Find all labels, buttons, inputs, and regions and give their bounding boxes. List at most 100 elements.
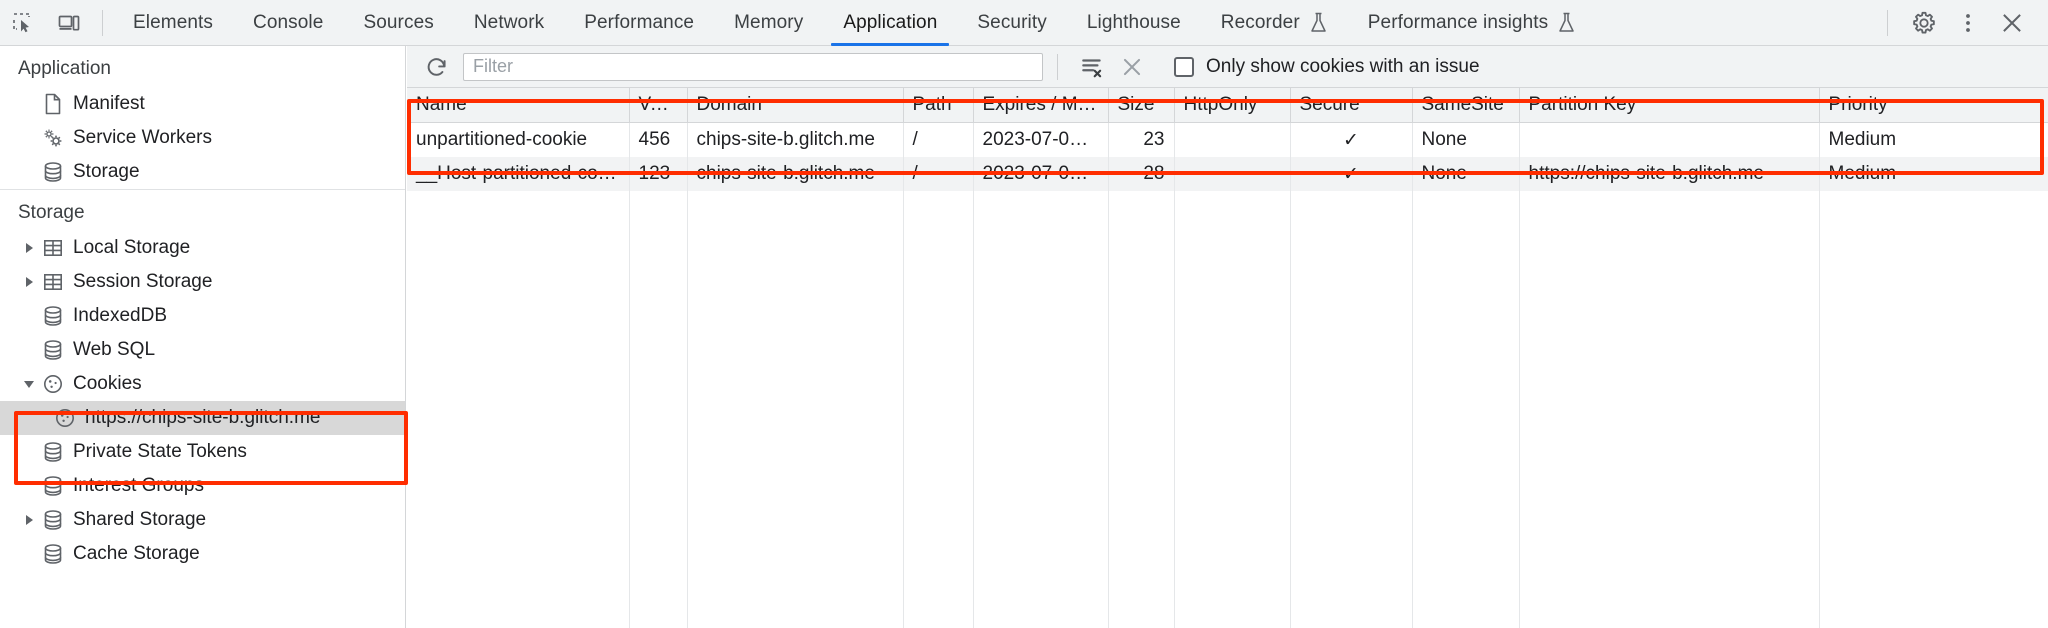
sidebar-section-title: Application: [18, 58, 111, 79]
tab-application[interactable]: Application: [823, 0, 957, 46]
device-toolbar-icon[interactable]: [46, 3, 92, 43]
cell-size[interactable]: 28: [1108, 157, 1175, 191]
database-icon: [40, 509, 66, 531]
cookies-table: Name Value Domain Path Expires / M… Size…: [407, 88, 2048, 628]
column-header-priority[interactable]: Priority: [1819, 88, 2048, 123]
only-issues-checkbox[interactable]: [1174, 56, 1194, 77]
toolbar-right-actions: [1881, 3, 2048, 43]
tab-lighthouse[interactable]: Lighthouse: [1086, 11, 1181, 33]
sidebar-item-private-state-tokens[interactable]: Private State Tokens: [0, 435, 405, 469]
sidebar-item-service-workers[interactable]: Service Workers: [0, 121, 405, 155]
delete-selected-cookie-icon[interactable]: [1112, 50, 1152, 84]
tab-security[interactable]: Security: [977, 11, 1047, 33]
sidebar-item-session-storage[interactable]: Session Storage: [0, 265, 405, 299]
cell-name[interactable]: __Host-partitioned-cookie: [407, 157, 630, 191]
table-row[interactable]: __Host-partitioned-cookie 123 chips-site…: [407, 157, 2048, 191]
clear-all-cookies-icon[interactable]: [1072, 50, 1112, 84]
cell-path[interactable]: /: [903, 122, 974, 157]
gears-icon: [40, 127, 66, 149]
table-header-row: Name Value Domain Path Expires / M… Size…: [407, 88, 2048, 123]
cell-httponly[interactable]: [1174, 122, 1291, 157]
column-header-name[interactable]: Name: [407, 88, 630, 123]
sidebar-item-indexeddb[interactable]: IndexedDB: [0, 299, 405, 333]
cookies-toolbar: Filter Only show cookies with an issue: [407, 46, 2048, 88]
sidebar-item-cache-storage[interactable]: Cache Storage: [0, 537, 405, 571]
tab-sources[interactable]: Sources: [363, 11, 434, 33]
experiment-flask-icon: [1557, 12, 1576, 33]
sidebar-item-label: https://chips-site-b.glitch.me: [85, 407, 321, 428]
cookie-icon: [52, 407, 78, 429]
cell-domain[interactable]: chips-site-b.glitch.me: [687, 157, 904, 191]
cell-value[interactable]: 456: [629, 122, 688, 157]
cell-samesite[interactable]: None: [1412, 157, 1520, 191]
inspect-element-icon[interactable]: [0, 3, 46, 43]
column-header-expires[interactable]: Expires / M…: [973, 88, 1109, 123]
sidebar-item-label: Cookies: [73, 373, 142, 394]
cell-partition-key[interactable]: https://chips-site-b.glitch.me: [1519, 157, 1820, 191]
table-body: unpartitioned-cookie 456 chips-site-b.gl…: [407, 122, 2048, 628]
table-empty-row: [407, 191, 2048, 628]
cell-expires[interactable]: 2023-07-07…: [973, 157, 1109, 191]
toolbar-divider: [102, 9, 103, 36]
column-header-samesite[interactable]: SameSite: [1412, 88, 1520, 123]
chevron-right-icon[interactable]: [18, 277, 40, 287]
tab-performance[interactable]: Performance: [584, 11, 695, 33]
cell-httponly[interactable]: [1174, 157, 1291, 191]
cell-samesite[interactable]: None: [1412, 122, 1520, 157]
table-icon: [40, 272, 66, 292]
column-header-httponly[interactable]: HttpOnly: [1174, 88, 1291, 123]
tab-performance-insights[interactable]: Performance insights: [1348, 0, 1596, 46]
cell-name[interactable]: unpartitioned-cookie: [407, 122, 630, 157]
column-header-path[interactable]: Path: [903, 88, 974, 123]
tab-memory[interactable]: Memory: [734, 11, 804, 33]
sidebar-item-cookies[interactable]: Cookies: [0, 367, 405, 401]
cookies-datagrid[interactable]: Name Value Domain Path Expires / M… Size…: [407, 88, 2048, 628]
cell-value[interactable]: 123: [629, 157, 688, 191]
cell-path[interactable]: /: [903, 157, 974, 191]
tab-network[interactable]: Network: [473, 11, 545, 33]
tab-elements[interactable]: Elements: [133, 11, 214, 33]
more-vertical-icon[interactable]: [1946, 3, 1990, 43]
cell-priority[interactable]: Medium: [1819, 157, 2048, 191]
cell-secure[interactable]: ✓: [1290, 157, 1413, 191]
cell-expires[interactable]: 2023-07-07…: [973, 122, 1109, 157]
column-header-secure[interactable]: Secure: [1290, 88, 1413, 123]
application-sidebar: Application Manifest S: [0, 46, 406, 628]
sidebar-item-cookie-origin[interactable]: https://chips-site-b.glitch.me: [0, 401, 405, 435]
chevron-down-icon[interactable]: [18, 380, 40, 388]
gear-icon[interactable]: [1902, 3, 1946, 43]
sidebar-item-local-storage[interactable]: Local Storage: [0, 231, 405, 265]
cell-priority[interactable]: Medium: [1819, 122, 2048, 157]
table-icon: [40, 238, 66, 258]
tab-recorder[interactable]: Recorder: [1201, 0, 1348, 46]
cell-partition-key[interactable]: [1519, 122, 1820, 157]
filter-input[interactable]: Filter: [463, 52, 1043, 81]
column-header-partition-key[interactable]: Partition Key: [1519, 88, 1820, 123]
table-row[interactable]: unpartitioned-cookie 456 chips-site-b.gl…: [407, 122, 2048, 157]
cell-domain[interactable]: chips-site-b.glitch.me: [687, 122, 904, 157]
column-header-domain[interactable]: Domain: [687, 88, 904, 123]
sidebar-item-label: Shared Storage: [73, 509, 207, 530]
sidebar-section-title: Storage: [18, 202, 85, 223]
cell-size[interactable]: 23: [1108, 122, 1175, 157]
only-issues-checkbox-row[interactable]: Only show cookies with an issue: [1174, 56, 1480, 78]
sidebar-item-label: Web SQL: [73, 339, 156, 360]
devtools-tab-bar: Elements Console Sources Network Perform…: [0, 0, 2048, 46]
sidebar-item-web-sql[interactable]: Web SQL: [0, 333, 405, 367]
close-icon[interactable]: [1990, 3, 2034, 43]
sidebar-item-label: Private State Tokens: [73, 441, 247, 462]
cell-secure[interactable]: ✓: [1290, 122, 1413, 157]
chevron-right-icon[interactable]: [18, 243, 40, 253]
column-header-size[interactable]: Size: [1108, 88, 1175, 123]
chevron-right-icon[interactable]: [18, 515, 40, 525]
tab-console[interactable]: Console: [253, 11, 324, 33]
sidebar-item-label: Storage: [73, 161, 140, 182]
sidebar-item-label: Cache Storage: [73, 543, 200, 564]
column-header-value[interactable]: Value: [629, 88, 688, 123]
sidebar-item-storage[interactable]: Storage: [0, 155, 405, 189]
refresh-icon[interactable]: [417, 50, 457, 84]
sidebar-item-shared-storage[interactable]: Shared Storage: [0, 503, 405, 537]
sidebar-item-manifest[interactable]: Manifest: [0, 87, 405, 121]
sidebar-item-interest-groups[interactable]: Interest Groups: [0, 469, 405, 503]
